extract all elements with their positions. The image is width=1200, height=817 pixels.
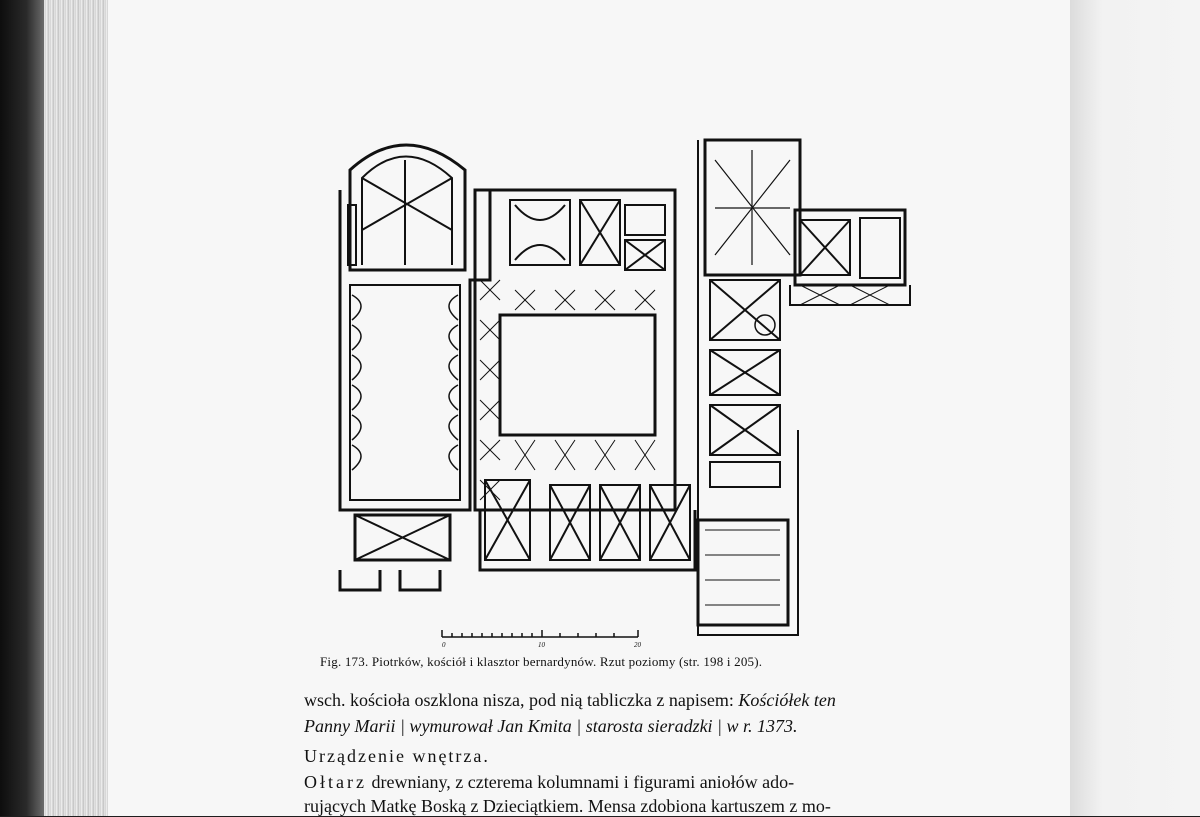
scale-tick-0: 0 [442,641,446,649]
figure-caption: Fig. 173. Piotrków, kościół i klasztor b… [320,654,763,669]
section-heading: Urządzenie wnętrza. [304,746,490,766]
text-line-5: rujących Matkę Boską z Dzieciątkiem. Men… [304,796,831,816]
book-page-edges [0,0,108,816]
book-page [108,0,1070,816]
text-line-1-italic: Kościółek ten [738,690,836,710]
text-line-4-spaced: Ołtarz [304,772,367,792]
text-line-1-plain: wsch. kościoła oszklona nisza, pod nią t… [304,690,739,710]
floor-plan-figure: 0 10 20 [338,138,911,649]
text-line-4: Ołtarz drewniany, z czterema kolumnami i… [304,772,794,793]
text-line-4-rest: drewniany, z czterema kolumnami i figura… [366,772,795,792]
text-line-2: Panny Marii | wymurował Jan Kmita | star… [304,716,798,736]
scale-tick-10: 10 [538,641,546,649]
scale-tick-20: 20 [634,641,642,649]
text-line-1: wsch. kościoła oszklona nisza, pod nią t… [304,690,836,711]
facing-page-shadow [1070,0,1200,816]
